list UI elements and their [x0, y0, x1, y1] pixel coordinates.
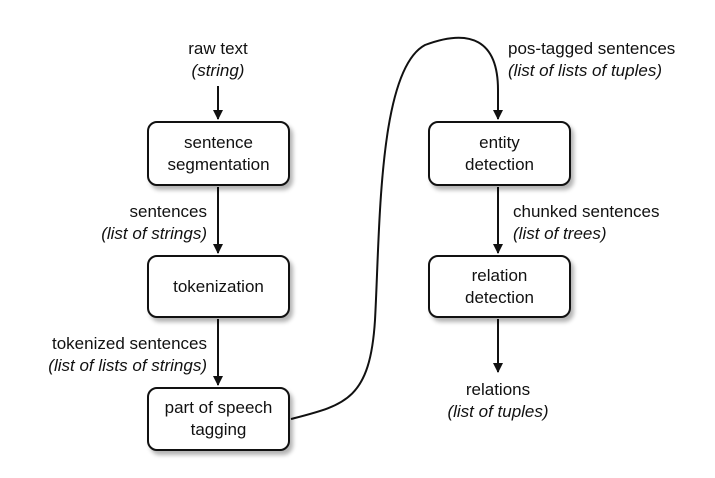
box-relation-detection-line2: detection	[465, 287, 534, 307]
label-pos-tagged-sentences-name: pos-tagged sentences	[508, 39, 676, 58]
box-tokenization-line1: tokenization	[173, 276, 264, 296]
label-raw-text: raw text (string)	[158, 38, 278, 82]
label-tokenized-sentences-type: (list of lists of strings)	[48, 356, 207, 375]
label-raw-text-name: raw text	[188, 39, 248, 58]
label-pos-tagged-sentences: pos-tagged sentences (list of lists of t…	[508, 38, 708, 82]
label-chunked-sentences-type: (list of trees)	[513, 224, 607, 243]
box-entity-detection: entity detection	[428, 121, 571, 186]
label-sentences: sentences (list of strings)	[40, 201, 207, 245]
label-chunked-sentences-name: chunked sentences	[513, 202, 660, 221]
label-raw-text-type: (string)	[191, 61, 245, 80]
box-sentence-segmentation-line1: sentence	[184, 132, 253, 152]
box-sentence-segmentation: sentence segmentation	[147, 121, 290, 186]
label-relations-name: relations	[465, 380, 531, 399]
label-chunked-sentences: chunked sentences (list of trees)	[513, 201, 703, 245]
box-relation-detection-line1: relation	[471, 265, 528, 285]
label-tokenized-sentences-name: tokenized sentences	[52, 334, 207, 353]
box-entity-detection-line1: entity	[479, 132, 520, 152]
label-sentences-name: sentences	[129, 202, 208, 221]
label-sentences-type: (list of strings)	[101, 224, 207, 243]
box-pos-tagging: part of speech tagging	[147, 387, 290, 451]
box-tokenization: tokenization	[147, 255, 290, 318]
box-sentence-segmentation-line2: segmentation	[167, 154, 270, 174]
label-relations: relations (list of tuples)	[418, 379, 578, 423]
box-pos-tagging-line2: tagging	[190, 420, 247, 439]
label-pos-tagged-sentences-type: (list of lists of tuples)	[508, 61, 662, 80]
box-pos-tagging-line1: part of speech	[164, 398, 273, 417]
label-relations-type: (list of tuples)	[447, 402, 549, 421]
box-relation-detection: relation detection	[428, 255, 571, 318]
label-tokenized-sentences: tokenized sentences (list of lists of st…	[10, 333, 207, 377]
box-entity-detection-line2: detection	[465, 154, 534, 174]
arrow-tagging-to-entity	[290, 36, 503, 420]
